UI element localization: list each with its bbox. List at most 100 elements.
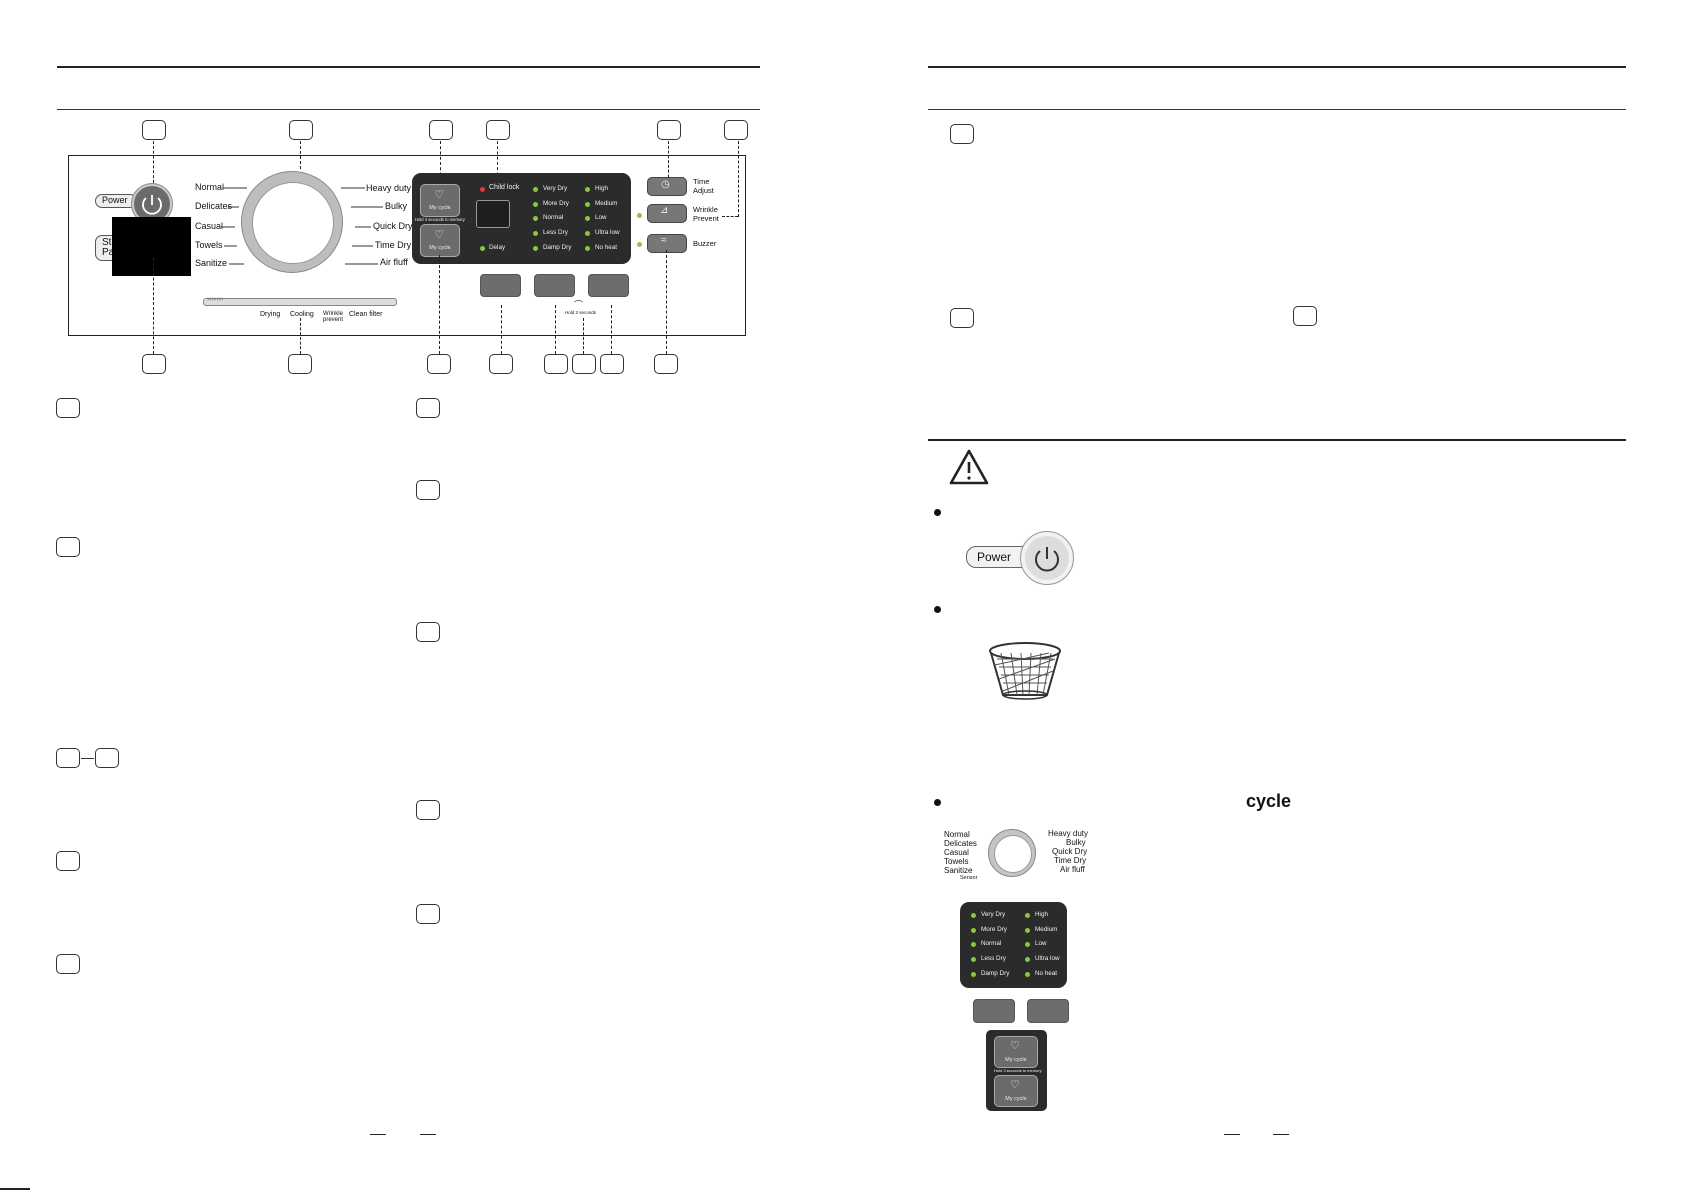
time-adjust-label: Time Adjust [693,177,714,195]
cycle-label: Sanitize [944,866,973,875]
temp-button[interactable] [588,274,629,297]
section-box [950,308,974,328]
temp-led [1025,957,1030,962]
start-pause-label-2: Pa [102,247,115,258]
power-label: Power [977,550,1012,564]
page-number-mark [1273,1134,1289,1135]
temp-led [585,246,590,251]
callout-box [142,354,166,374]
buzzer-icon: ≈ [661,235,667,246]
dry-level: Normal [981,940,1002,947]
callout-box [572,354,596,374]
cycle-label: Quick Dry [1052,847,1088,856]
callout-box [427,354,451,374]
temp-led [585,231,590,236]
dry-level-less-dry: Less Dry [543,229,568,236]
callout-box [142,120,166,140]
my-cycle-label: My cycle [429,205,451,211]
callout-box [429,120,453,140]
section-box [56,537,80,557]
wrinkle-led [637,213,642,218]
time-adjust-button[interactable]: ◷ [647,177,687,196]
cycle-label: Air fluff [1060,865,1085,874]
my-cycle-label: My cycle [429,245,451,251]
my-cycle-label: My cycle [1005,1057,1027,1063]
temp-button[interactable] [1027,999,1069,1023]
leader-line [583,318,584,354]
my-cycle-hint: Hold 3 seconds to memory [994,1068,1042,1073]
page-number-mark [420,1134,436,1135]
section-box [56,954,80,974]
buzzer-button[interactable]: ≈ [647,234,687,253]
cycle-selector-dial[interactable] [241,171,343,273]
cycle-label: Casual [944,848,969,857]
hold-3-seconds-hint: Hold 3 seconds [565,310,597,315]
page-number-mark [370,1134,386,1135]
leader-line [300,318,301,354]
leader-line [501,305,502,354]
leader-line [738,141,739,217]
section-box [416,800,440,820]
leader-line [722,216,738,217]
my-cycle-label: My cycle [1005,1096,1027,1102]
start-pause-label-1: St [102,237,112,248]
my-cycle-figure: ♡ My cycle Hold 3 seconds to memory ♡ My… [986,1030,1047,1111]
laundry-basket-icon [989,642,1061,700]
top-rule-left [57,66,760,68]
display-panel: ♡ My cycle Hold 3 seconds to memory ♡ My… [412,173,631,264]
control-panel: Power St Pa Normal Delicates Casual Towe… [68,155,746,336]
leader-line [440,141,441,186]
dry-level-more-dry: More Dry [543,200,569,207]
dry-level-very-dry: Very Dry [543,185,568,192]
section-box [56,398,80,418]
dry-led [971,942,976,947]
cycle-label: Delicates [944,839,977,848]
callout-box [657,120,681,140]
cycle-label-time-dry: Time Dry [375,240,412,250]
section-box [950,124,974,144]
section-box [416,904,440,924]
sub-rule-left [57,109,760,110]
dial-face [252,182,334,264]
heart-icon: ♡ [1010,1040,1020,1052]
temp-medium: Medium [595,200,618,207]
temp-level: Medium [1035,926,1058,933]
delay-button[interactable] [480,274,521,297]
cycle-label: Time Dry [1054,856,1087,865]
progress-label-wrinkle-prevent: Wrinkle prevent [322,311,343,323]
my-cycle-button-1[interactable]: ♡ My cycle [420,184,460,217]
my-cycle-button-2[interactable]: ♡ My cycle [420,224,460,257]
cycle-label: Towels [944,857,969,866]
section-box [416,480,440,500]
sub-rule-right [928,109,1626,110]
cycle-label-towels: Towels [195,240,223,250]
wrinkle-prevent-button[interactable]: ⊿ [647,204,687,223]
dry-led [971,957,976,962]
power-label-pill: Power [966,546,1032,568]
dry-led [971,913,976,918]
heart-icon: ♡ [1010,1079,1020,1091]
heart-icon: ♡ [434,229,444,241]
cycle-label-normal: Normal [195,182,225,192]
temp-high: High [595,185,608,192]
power-icon [142,195,162,215]
dry-level: Less Dry [981,955,1006,962]
cycle-label: Heavy duty [1048,829,1089,838]
temp-led [585,202,590,207]
leader-line [153,258,154,354]
page-number-mark [1224,1134,1240,1135]
dry-level-button[interactable] [973,999,1015,1023]
progress-label-clean-filter: Clean filter [349,311,383,318]
power-button[interactable] [1020,531,1074,585]
dry-level-button[interactable] [534,274,575,297]
dry-level: More Dry [981,926,1007,933]
section-box [56,851,80,871]
cycle-label-delicates: Delicates [195,201,233,211]
dry-led [533,246,538,251]
my-cycle-button-2[interactable]: ♡ My cycle [994,1075,1038,1107]
my-cycle-button-1[interactable]: ♡ My cycle [994,1036,1038,1068]
temp-led [1025,972,1030,977]
cycle-label: Normal [944,830,970,839]
dial [988,829,1036,877]
child-lock-label: Child lock [489,184,520,191]
